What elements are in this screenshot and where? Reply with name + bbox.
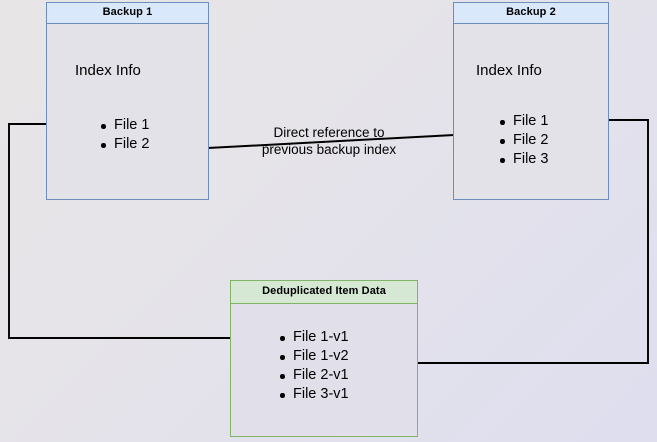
list-item: File 3-v1	[277, 385, 349, 404]
list-item: File 2-v1	[277, 366, 349, 385]
backup1-index-info-label: Index Info	[75, 62, 141, 79]
dedup-box[interactable]: Deduplicated Item Data File 1-v1 File 1-…	[230, 280, 418, 437]
backup2-file-list: File 1 File 2 File 3	[497, 112, 548, 169]
list-item: File 1-v2	[277, 347, 349, 366]
backup1-header: Backup 1	[47, 3, 208, 24]
list-item: File 2	[497, 131, 548, 150]
list-item: File 1-v1	[277, 328, 349, 347]
direct-reference-line-1: Direct reference to	[273, 125, 385, 140]
list-item: File 3	[497, 150, 548, 169]
backup1-box[interactable]: Backup 1 Index Info File 1 File 2	[46, 2, 209, 200]
list-item: File 2	[98, 135, 149, 154]
backup2-body: Index Info File 1 File 2 File 3	[454, 24, 608, 198]
dedup-file-list: File 1-v1 File 1-v2 File 2-v1 File 3-v1	[277, 328, 349, 404]
dedup-header: Deduplicated Item Data	[231, 281, 417, 304]
backup1-body: Index Info File 1 File 2	[47, 24, 208, 198]
backup2-index-info-label: Index Info	[476, 62, 542, 79]
list-item: File 1	[98, 116, 149, 135]
dedup-body: File 1-v1 File 1-v2 File 2-v1 File 3-v1	[231, 304, 417, 434]
list-item: File 1	[497, 112, 548, 131]
backup2-header: Backup 2	[454, 3, 608, 24]
backup2-box[interactable]: Backup 2 Index Info File 1 File 2 File 3	[453, 2, 609, 200]
direct-reference-label: Direct reference to previous backup inde…	[249, 124, 409, 158]
direct-reference-line-2: previous backup index	[261, 142, 397, 157]
backup1-file-list: File 1 File 2	[98, 116, 149, 154]
